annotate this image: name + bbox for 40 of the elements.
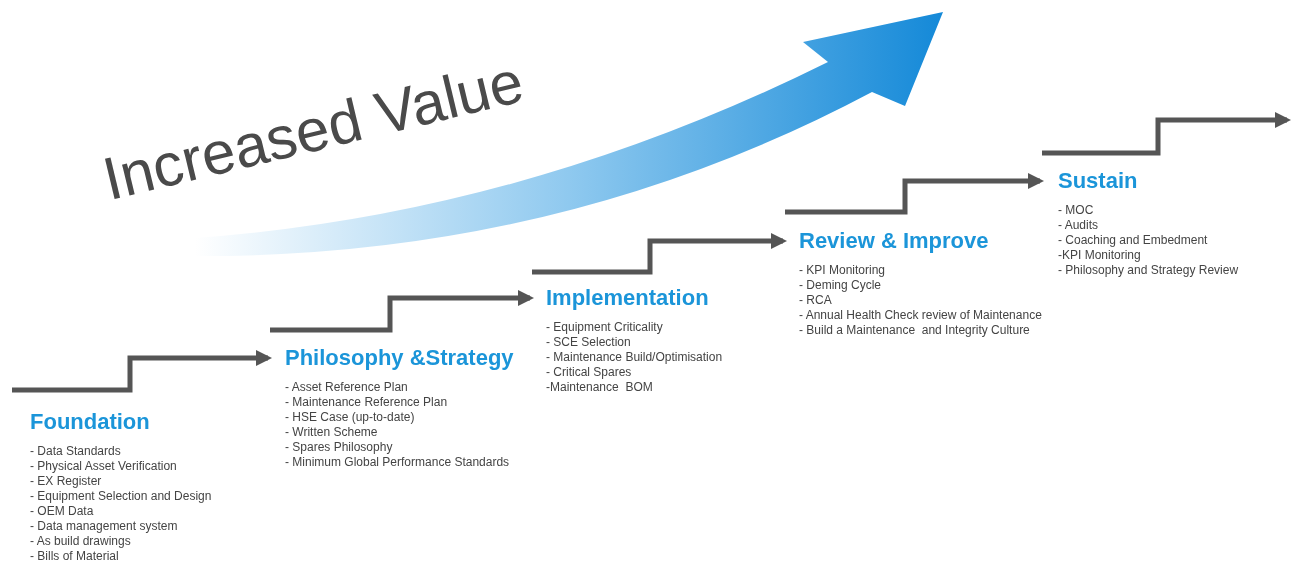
step-arrow: [785, 173, 1044, 215]
list-item: - Spares Philosophy: [285, 440, 393, 455]
list-item: - Written Scheme: [285, 425, 378, 440]
list-item: - RCA: [799, 293, 832, 308]
step-arrow: [532, 233, 787, 275]
list-item: - As build drawings: [30, 534, 131, 549]
list-item: - MOC: [1058, 203, 1094, 218]
stage-heading: Review & Improve: [799, 229, 989, 253]
list-item: - Data Standards: [30, 444, 121, 459]
stage-heading: Philosophy &Strategy: [285, 346, 514, 370]
list-item: - Build a Maintenance and Integrity Culture: [799, 323, 1030, 338]
list-item: - Annual Health Check review of Maintenance: [799, 308, 1042, 323]
stage-heading: Foundation: [30, 410, 150, 434]
list-item: - Maintenance Reference Plan: [285, 395, 448, 410]
list-item: -KPI Monitoring: [1058, 248, 1141, 263]
list-item: - SCE Selection: [546, 335, 631, 350]
list-item: - EX Register: [30, 474, 102, 489]
step-arrow: [1042, 112, 1291, 156]
list-item: - Coaching and Embedment: [1058, 233, 1208, 248]
list-item: - KPI Monitoring: [799, 263, 886, 278]
stage-heading: Implementation: [546, 286, 709, 310]
step-arrow: [270, 290, 534, 333]
list-item: - Physical Asset Verification: [30, 459, 177, 474]
list-item: - Deming Cycle: [799, 278, 882, 293]
list-item: - Equipment Selection and Design: [30, 489, 212, 504]
stage-heading: Sustain: [1058, 169, 1138, 193]
list-item: - HSE Case (up-to-date): [285, 410, 415, 425]
list-item: - Audits: [1058, 218, 1099, 233]
list-item: - Asset Reference Plan: [285, 380, 408, 395]
list-item: - OEM Data: [30, 504, 94, 519]
list-item: - Philosophy and Strategy Review: [1058, 263, 1239, 278]
list-item: - Data management system: [30, 519, 178, 534]
list-item: -Maintenance BOM: [546, 380, 653, 395]
list-item: - Maintenance Build/Optimisation: [546, 350, 723, 365]
list-item: - Critical Spares: [546, 365, 632, 380]
list-item: - Minimum Global Performance Standards: [285, 455, 510, 470]
list-item: - Bills of Material: [30, 549, 119, 564]
list-item: - Equipment Criticality: [546, 320, 663, 335]
slogan-text: Increased Value: [97, 49, 530, 212]
step-arrow: [12, 350, 272, 393]
